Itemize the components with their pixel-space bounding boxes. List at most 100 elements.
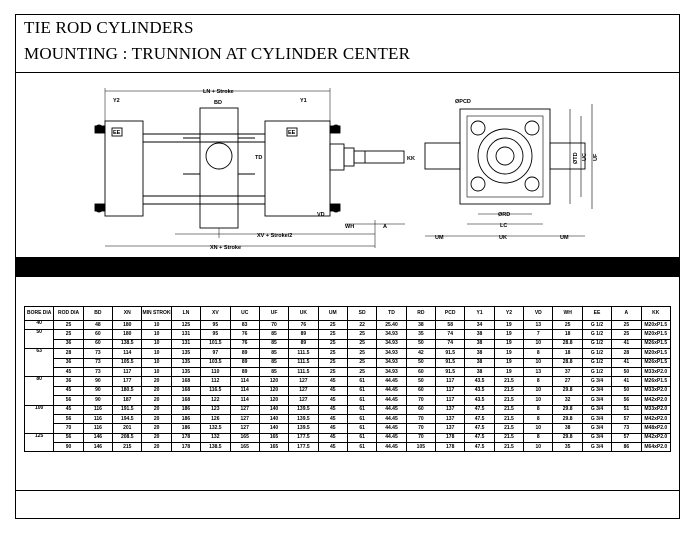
table-cell: 138.5 bbox=[200, 442, 231, 453]
table-cell: M26xP1.5 bbox=[640, 376, 672, 387]
table-cell: 97 bbox=[200, 348, 231, 359]
table-cell: 186 bbox=[170, 404, 202, 415]
table-cell: 85 bbox=[258, 366, 290, 378]
table-cell: 38 bbox=[464, 348, 495, 359]
table-cell: 41 bbox=[611, 376, 642, 387]
table-cell: 57 bbox=[611, 432, 642, 444]
table-cell: 61 bbox=[346, 442, 378, 453]
table-cell: 70 bbox=[405, 432, 437, 444]
table-cell: 19 bbox=[493, 357, 525, 368]
table-cell: 25 bbox=[611, 329, 642, 340]
table-cell: 10 bbox=[523, 442, 554, 453]
table-cell: 45 bbox=[53, 385, 84, 397]
table-cell: 21.5 bbox=[493, 385, 525, 397]
table-cell: 90 bbox=[82, 385, 114, 397]
table-cell: 89 bbox=[288, 329, 319, 340]
table-cell: 32 bbox=[552, 395, 583, 406]
table-cell: 132.5 bbox=[200, 423, 231, 434]
column-header: BORE DIA bbox=[23, 306, 55, 321]
table-cell: 19 bbox=[493, 319, 525, 331]
table-cell: 36 bbox=[53, 357, 84, 368]
table-cell: 120 bbox=[258, 385, 290, 397]
cylinder-drawing: LN + Stroke Y2 Y1 BD EE EE TD KK VD WH A… bbox=[94, 88, 599, 251]
table-cell: 50 bbox=[611, 366, 642, 378]
table-cell: 114 bbox=[229, 385, 260, 397]
table-cell: M42xP2.0 bbox=[640, 413, 672, 425]
table-cell: 44.45 bbox=[376, 423, 407, 434]
column-header: UM bbox=[317, 306, 348, 321]
table-cell: 41 bbox=[611, 357, 642, 368]
label-pcd: ØPCD bbox=[455, 99, 471, 105]
table-cell: 61 bbox=[346, 432, 378, 444]
table-cell: 111.5 bbox=[288, 366, 319, 378]
table-cell: M33xP2.0 bbox=[640, 385, 672, 397]
label-rd: ØRD bbox=[498, 212, 510, 218]
table-cell: 85 bbox=[258, 329, 290, 340]
table-cell: 146 bbox=[82, 442, 114, 453]
table-cell: 56 bbox=[611, 395, 642, 406]
table-cell: G 3/4 bbox=[581, 376, 613, 387]
table-cell: 131 bbox=[170, 338, 202, 350]
table-cell: 25 bbox=[317, 366, 348, 378]
bore-dia-cell: 40 bbox=[23, 319, 55, 331]
table-cell: 177.5 bbox=[288, 432, 319, 444]
table-cell: 8 bbox=[523, 432, 554, 444]
table-cell: 73 bbox=[82, 348, 114, 359]
table-cell: 45 bbox=[317, 385, 348, 397]
table-cell: 44.45 bbox=[376, 395, 407, 406]
table-cell: 91.5 bbox=[435, 366, 466, 378]
table-cell: 73 bbox=[82, 357, 114, 368]
table-cell: 50 bbox=[405, 376, 437, 387]
label-uc: UC bbox=[582, 153, 588, 161]
table-cell: 127 bbox=[229, 404, 260, 415]
table-cell: 41 bbox=[611, 338, 642, 350]
table-cell: 135 bbox=[170, 357, 202, 368]
table-cell: 140 bbox=[258, 423, 290, 434]
table-cell: 61 bbox=[346, 413, 378, 425]
table-cell: G 3/4 bbox=[581, 385, 613, 397]
table-cell: 28 bbox=[53, 348, 84, 359]
table-cell: 56 bbox=[53, 395, 84, 406]
table-cell: 165 bbox=[229, 442, 260, 453]
label-um-left: UM bbox=[435, 235, 444, 241]
column-header: XN bbox=[112, 306, 143, 321]
table-cell: 18 bbox=[552, 348, 583, 359]
table-cell: 47.5 bbox=[464, 413, 495, 425]
table-cell: 114 bbox=[229, 395, 260, 406]
column-header: A bbox=[611, 306, 642, 321]
column-header: Y2 bbox=[493, 306, 525, 321]
table-cell: 90 bbox=[82, 395, 114, 406]
table-cell: 177.5 bbox=[288, 442, 319, 453]
table-cell: 22 bbox=[346, 319, 378, 331]
table-cell: 126 bbox=[200, 413, 231, 425]
table-cell: 10 bbox=[523, 357, 554, 368]
table-cell: 95 bbox=[200, 319, 231, 331]
table-cell: 47.5 bbox=[464, 432, 495, 444]
table-cell: M42xP2.0 bbox=[640, 432, 672, 444]
table-cell: 25 bbox=[53, 319, 84, 331]
table-cell: G 3/4 bbox=[581, 442, 613, 453]
table-cell: 127 bbox=[229, 413, 260, 425]
table-cell: 45 bbox=[317, 413, 348, 425]
table-cell: 116 bbox=[82, 404, 114, 415]
table-cell: 25 bbox=[317, 357, 348, 368]
title-divider bbox=[15, 72, 680, 73]
table-cell: M20xP1.5 bbox=[640, 329, 672, 340]
table-cell: 114 bbox=[229, 376, 260, 387]
table-cell: 43.5 bbox=[464, 376, 495, 387]
table-cell: 19 bbox=[493, 348, 525, 359]
table-cell: 10 bbox=[141, 319, 172, 331]
table-cell: 38 bbox=[552, 423, 583, 434]
table-cell: 140 bbox=[258, 404, 290, 415]
table-cell: G 3/4 bbox=[581, 413, 613, 425]
table-cell: 105 bbox=[405, 442, 437, 453]
table-cell: 56 bbox=[53, 413, 84, 425]
table-cell: 85 bbox=[258, 357, 290, 368]
table-cell: 132 bbox=[200, 432, 231, 444]
table-cell: 25 bbox=[346, 348, 378, 359]
